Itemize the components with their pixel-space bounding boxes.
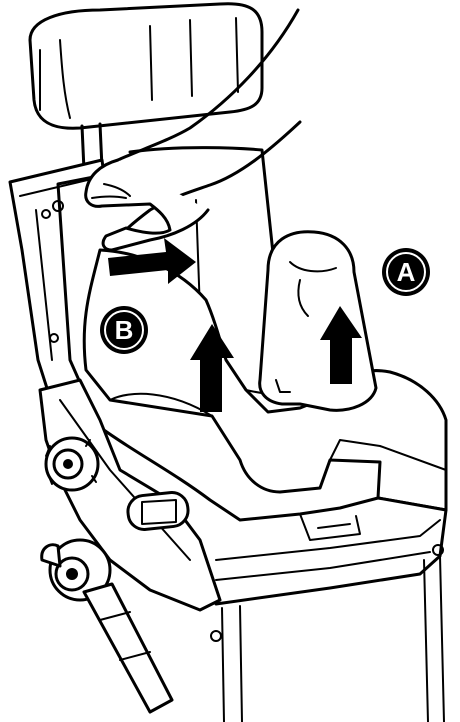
callout-b-label: B bbox=[115, 315, 134, 345]
callout-a-label: A bbox=[397, 257, 416, 287]
headrest bbox=[30, 4, 262, 170]
callout-a: A bbox=[382, 248, 430, 296]
callout-b: B bbox=[100, 306, 148, 354]
adjustment-knob-upper bbox=[46, 438, 98, 490]
pommel bbox=[260, 232, 376, 411]
